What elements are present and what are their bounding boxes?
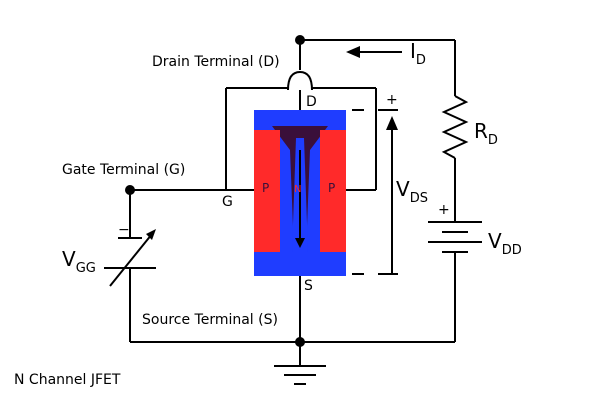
drain-letter: D — [306, 94, 317, 110]
vds-indicator — [352, 109, 398, 275]
resistor-rd: RD — [441, 95, 498, 159]
id-arrow-left-icon — [346, 46, 360, 58]
vgg-arrow-head-icon — [146, 229, 156, 240]
vdd-plus: + — [438, 202, 450, 218]
p-left-label: P — [262, 181, 269, 195]
junction-dots — [125, 35, 305, 347]
vgg-label: VGG — [62, 247, 96, 276]
source-junction-dot — [295, 337, 305, 347]
p-region-right — [320, 130, 346, 252]
rd-label: RD — [474, 119, 498, 148]
gate-junction-dot — [125, 185, 135, 195]
source-terminal-label: Source Terminal (S) — [142, 312, 278, 328]
vds-plus: + — [386, 92, 398, 108]
vds-label: VDS — [396, 177, 428, 206]
p-right-label: P — [328, 181, 335, 195]
ground-icon — [274, 365, 326, 385]
gate-letter: G — [222, 194, 233, 210]
variable-battery-vgg — [104, 233, 156, 287]
vds-arrow-up-icon — [386, 116, 398, 130]
drain-terminal-label: Drain Terminal (D) — [152, 54, 280, 70]
vgg-minus: − — [118, 222, 130, 238]
id-label: ID — [410, 39, 426, 68]
wire-drain-hop — [287, 70, 313, 91]
vgg-variable-arrow — [109, 233, 153, 287]
n-label: N — [294, 184, 301, 195]
drain-junction-dot — [295, 35, 305, 45]
channel-arrow-head-icon — [295, 238, 305, 248]
vdd-label: VDD — [488, 229, 522, 258]
id-current-indicator: ID — [346, 39, 426, 68]
jfet-device: P P N — [254, 110, 346, 276]
caption: N Channel JFET — [14, 372, 121, 388]
gate-terminal-label: Gate Terminal (G) — [62, 162, 185, 178]
p-region-left — [254, 130, 280, 252]
source-letter: S — [304, 278, 313, 294]
battery-vdd — [428, 221, 482, 253]
resistor-zigzag-icon — [441, 95, 469, 159]
